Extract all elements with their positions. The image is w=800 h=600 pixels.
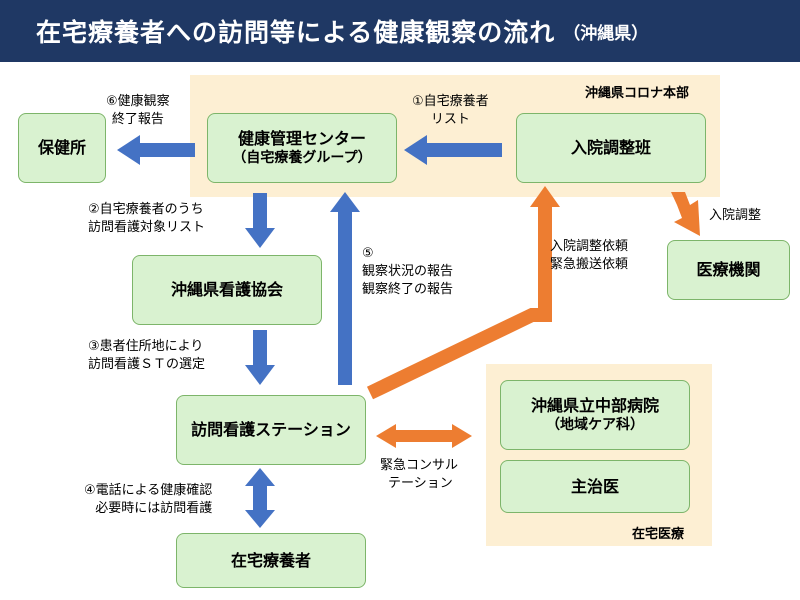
arrow-to-iryo-kikan	[671, 192, 700, 236]
homon-kango-station-box: 訪問看護ステーション	[176, 395, 366, 465]
page-title: 在宅療養者への訪問等による健康観察の流れ	[36, 18, 556, 47]
hq-region-label: 沖縄県コロナ本部	[585, 86, 690, 101]
page-subtitle: （沖縄県）	[563, 23, 649, 44]
arrow-to-kango-kyokai	[245, 193, 275, 248]
zaitaku-label: 在宅療養者	[230, 550, 311, 570]
note-5: ⑤ 観察状況の報告 観察終了の報告	[362, 245, 453, 300]
nyuin-chosei-label: 入院調整班	[570, 138, 651, 158]
kenkou-kanri-center-box: 健康管理センター （自宅療養グループ）	[207, 113, 397, 183]
note-admission-adjust: 入院調整	[709, 208, 762, 223]
note-5-line1: ⑤	[362, 246, 374, 261]
chubu-byoin-label: 沖縄県立中部病院	[530, 395, 659, 415]
home-medical-region-label: 在宅医療	[632, 527, 685, 542]
note-2-line1: ②自宅療養者のうち	[88, 202, 204, 217]
iryo-kikan-label: 医療機関	[696, 260, 761, 280]
note-3-line1: ③患者住所地により	[88, 339, 204, 354]
arrow-homon-zaitaku	[245, 468, 275, 528]
iryo-kikan-box: 医療機関	[667, 240, 790, 300]
chubu-byoin-box: 沖縄県立中部病院 （地域ケア科）	[500, 380, 690, 450]
kenkou-kanri-sublabel: （自宅療養グループ）	[232, 150, 372, 167]
note-6-line1: ⑥健康観察	[106, 94, 170, 109]
zaitaku-ryoyosha-box: 在宅療養者	[176, 533, 366, 588]
note-request: 入院調整依頼 緊急搬送依頼	[550, 238, 628, 274]
chubu-byoin-sublabel: （地域ケア科）	[546, 417, 644, 434]
arrow-request-line	[366, 205, 552, 400]
kango-kyokai-box: 沖縄県看護協会	[132, 255, 322, 325]
homon-kango-label: 訪問看護ステーション	[191, 420, 351, 440]
arrow-report-up	[330, 192, 360, 385]
note-5-line3: 観察終了の報告	[362, 282, 454, 298]
shujii-label: 主治医	[570, 476, 619, 496]
arrow-to-homon-kango	[245, 330, 275, 385]
note-4-line1: ④電話による健康確認	[84, 483, 213, 498]
hokenjo-label: 保健所	[37, 138, 86, 158]
note-6: ⑥健康観察 終了報告	[106, 93, 170, 129]
note-2-line2: 訪問看護対象リスト	[88, 220, 206, 236]
note-request-line2: 緊急搬送依頼	[550, 257, 629, 273]
note-5-line2: 観察状況の報告	[362, 264, 454, 280]
note-3-line2: 訪問看護ＳＴの選定	[88, 357, 206, 373]
note-1-line2: リスト	[430, 112, 470, 128]
shujii-box: 主治医	[500, 460, 690, 513]
note-consultation-line2: テーション	[388, 476, 453, 492]
note-consultation-line1: 緊急コンサル	[380, 458, 459, 473]
note-6-line2: 終了報告	[111, 112, 164, 128]
kenkou-kanri-label: 健康管理センター	[237, 128, 366, 148]
arrow-to-kenkou-kanri	[404, 135, 502, 165]
arrow-consultation	[376, 424, 472, 448]
note-consultation: 緊急コンサル テーション	[380, 457, 458, 493]
title-bar: 在宅療養者への訪問等による健康観察の流れ （沖縄県）	[0, 0, 800, 62]
nyuin-chosei-box: 入院調整班	[516, 113, 706, 183]
note-4: ④電話による健康確認 必要時には訪問看護	[84, 482, 212, 518]
kango-kyokai-label: 沖縄県看護協会	[170, 280, 283, 300]
arrow-to-hokenjo	[117, 135, 195, 165]
note-1: ①自宅療養者 リスト	[412, 93, 489, 129]
note-3: ③患者住所地により 訪問看護ＳＴの選定	[88, 338, 205, 374]
hokenjo-box: 保健所	[18, 113, 106, 183]
note-1-line1: ①自宅療養者	[412, 94, 489, 109]
note-2: ②自宅療養者のうち 訪問看護対象リスト	[88, 201, 205, 237]
note-4-line2: 必要時には訪問看護	[95, 501, 213, 517]
note-request-line1: 入院調整依頼	[550, 239, 629, 254]
arrow-request-head	[530, 186, 560, 207]
